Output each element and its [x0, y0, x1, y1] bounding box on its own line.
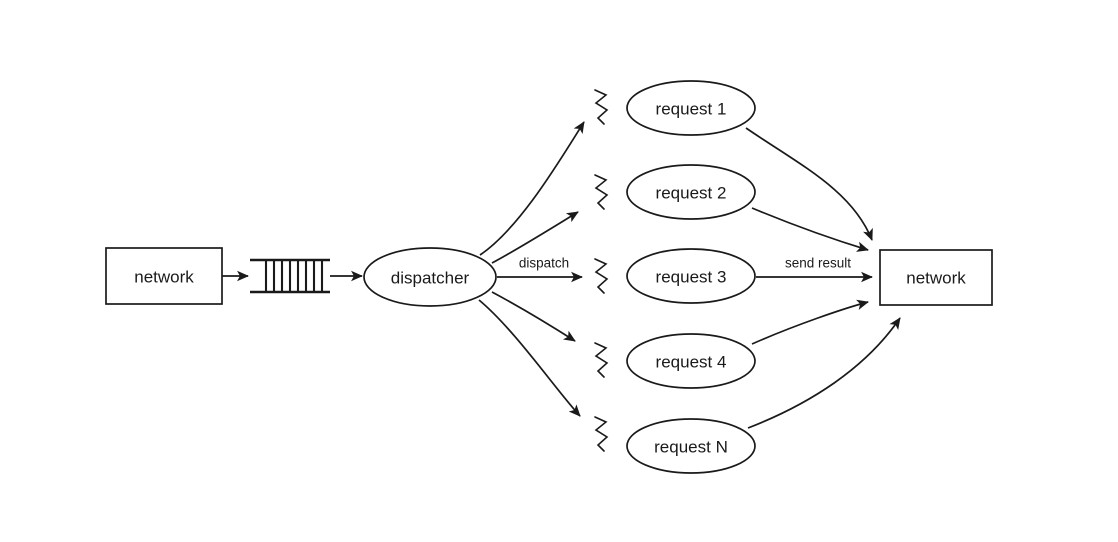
request-1-ellipse: [626, 80, 756, 136]
edge-request-2-to-network: [751, 207, 869, 252]
request-node-n[interactable]: request N: [626, 418, 756, 474]
request-n-label: request N: [654, 438, 728, 457]
thread-marker-request-n: [594, 416, 609, 452]
edge-dispatch-to-request-2: [491, 211, 579, 264]
network-output-box: [879, 249, 993, 306]
dispatch-edge-label: dispatch: [519, 256, 569, 271]
request-3-label: request 3: [656, 268, 727, 287]
thread-marker-request-3: [594, 258, 609, 294]
request-node-4[interactable]: request 4: [626, 333, 756, 389]
network-input-box: [105, 247, 223, 305]
edge-dispatch-to-request-4: [491, 291, 576, 342]
network-output-label: network: [906, 269, 966, 288]
request-2-ellipse: [626, 164, 756, 220]
request-4-label: request 4: [656, 353, 727, 372]
dispatcher-ellipse: [363, 247, 497, 307]
edge-dispatch-to-request-1: [479, 121, 585, 256]
request-queue: [250, 258, 330, 294]
request-4-ellipse: [626, 333, 756, 389]
request-2-label: request 2: [656, 184, 727, 203]
request-3-ellipse: [626, 248, 756, 304]
request-node-3[interactable]: request 3: [626, 248, 756, 304]
dispatcher-node[interactable]: dispatcher: [363, 247, 497, 307]
edge-request-1-to-network: [745, 127, 873, 241]
edge-dispatch-to-request-n: [478, 299, 581, 417]
edge-request-n-to-network: [747, 317, 901, 429]
thread-marker-request-2: [594, 174, 609, 210]
thread-marker-request-4: [594, 342, 609, 378]
network-input-label: network: [134, 268, 194, 287]
send-result-edge-label: send result: [785, 256, 851, 271]
dispatcher-label: dispatcher: [391, 269, 470, 288]
thread-marker-request-1: [594, 89, 609, 125]
request-node-2[interactable]: request 2: [626, 164, 756, 220]
network-output-node[interactable]: network: [879, 249, 993, 306]
edge-request-4-to-network: [751, 299, 869, 345]
request-n-ellipse: [626, 418, 756, 474]
network-input-node[interactable]: network: [105, 247, 223, 305]
request-node-1[interactable]: request 1: [626, 80, 756, 136]
request-1-label: request 1: [656, 100, 727, 119]
